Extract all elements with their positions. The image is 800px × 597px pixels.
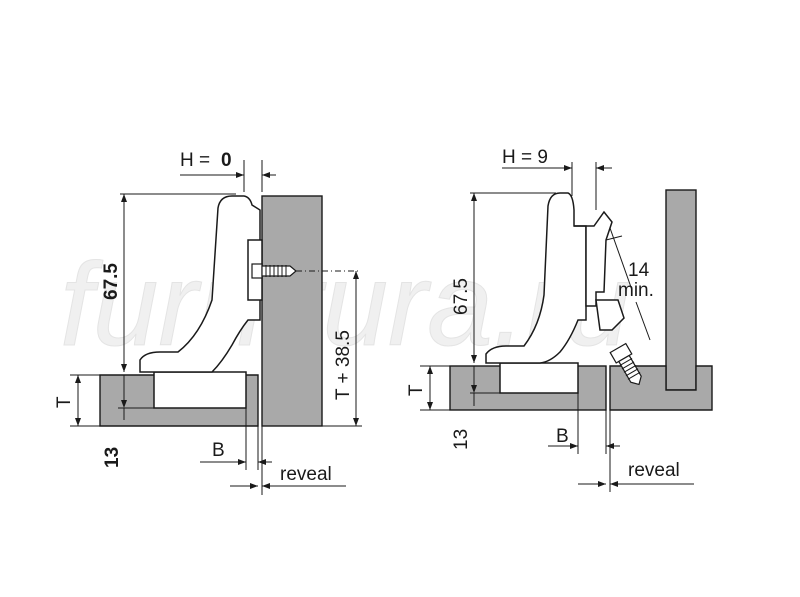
left-screw-icon — [251, 263, 297, 279]
right-height-label: 67.5 — [451, 278, 472, 315]
left-hinge-cup — [153, 371, 247, 409]
right-min-bottom: min. — [618, 280, 654, 301]
watermark: furnitura.ru — [60, 239, 631, 371]
right-screw-icon — [609, 342, 642, 386]
right-min-top: 14 — [628, 260, 650, 281]
right-t-label: T — [406, 384, 427, 396]
right-b-label: B — [556, 426, 569, 447]
right-reveal-label: reveal — [628, 460, 680, 481]
right-mounting-plate — [574, 210, 613, 307]
left-hinge-arm — [139, 195, 261, 373]
right-h-label: H = 9 — [502, 147, 548, 168]
right-drawing: H = 9 67.5 14 min. T 13 B — [406, 147, 713, 492]
right-side-panel — [665, 189, 697, 391]
left-height-label: 67.5 — [101, 263, 122, 300]
left-offset-label: T + 38.5 — [333, 330, 354, 400]
right-bracket-body — [595, 299, 625, 331]
left-h-label: H = — [180, 150, 210, 171]
right-hinge-cup — [499, 362, 579, 394]
right-hinge-arm — [485, 192, 587, 364]
left-reveal-label: reveal — [280, 464, 332, 485]
left-drawing: H = 0 67.5 T + 38.5 T 13 — [54, 150, 362, 495]
left-t-label: T — [54, 396, 75, 408]
left-side-panel — [261, 195, 323, 427]
left-b-label: B — [212, 440, 225, 461]
left-h-value: 0 — [221, 150, 232, 171]
left-offset-text: T + 38.5 — [333, 330, 354, 400]
left-thirteen-label: 13 — [102, 447, 123, 468]
right-thirteen-label: 13 — [451, 429, 472, 450]
